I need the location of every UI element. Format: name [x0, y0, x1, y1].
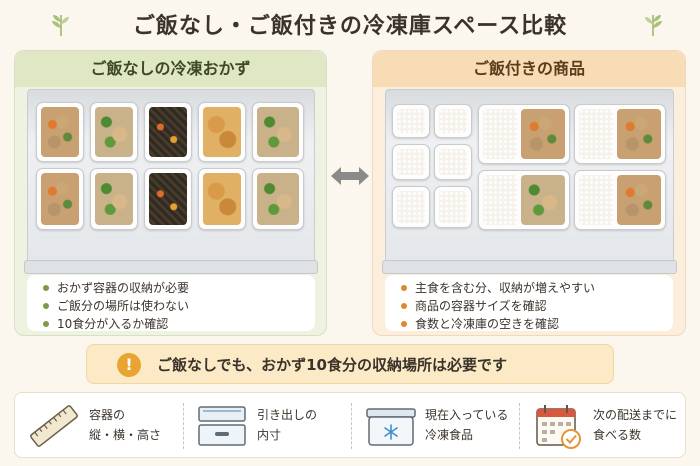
notice-banner: ! ご飯なしでも、おかず10食分の収納場所は必要です — [86, 344, 614, 384]
meal-with-rice-container — [574, 170, 666, 230]
checklist-label: 次の配送までに 食べる数 — [593, 408, 678, 442]
leaf-icon — [52, 15, 69, 37]
side-dish-container — [36, 102, 84, 162]
frozen-food-icon — [366, 408, 416, 446]
side-dish-container — [252, 102, 304, 162]
drawer-icon — [198, 406, 246, 446]
rice-container — [392, 186, 430, 228]
notice-text: ご飯なしでも、おかず10食分の収納場所は必要です — [157, 356, 507, 374]
meal-with-rice-container — [574, 104, 666, 164]
side-dish-container — [198, 168, 246, 230]
ruler-icon — [30, 405, 78, 447]
list-item: おかず容器の収納が必要 — [43, 279, 315, 297]
checklist-item: 現在入っている 冷凍食品 — [351, 393, 519, 459]
right-panel: ご飯付きの商品 主食を含む分、収納が増えやすい 商品の容器サイズを確認 食数と冷… — [372, 50, 686, 336]
checklist-bar: 容器の 縦・横・高さ 引き出しの 内寸 現在入っている 冷凍食品 — [14, 392, 686, 458]
checklist-item: 次の配送までに 食べる数 — [519, 393, 687, 459]
exclamation-icon: ! — [117, 353, 141, 377]
rice-container — [434, 144, 472, 180]
list-item: 主食を含む分、収納が増えやすい — [401, 279, 673, 297]
right-bullet-list: 主食を含む分、収納が増えやすい 商品の容器サイズを確認 食数と冷凍庫の空きを確認 — [385, 275, 673, 331]
left-panel-heading: ご飯なしの冷凍おかず — [15, 51, 326, 87]
side-dish-container — [36, 168, 84, 230]
left-bullet-list: おかず容器の収納が必要 ご飯分の場所は使わない 10食分が入るか確認 — [27, 275, 315, 331]
rice-container — [434, 186, 472, 228]
leaf-icon — [645, 15, 662, 37]
checklist-item: 容器の 縦・横・高さ — [15, 393, 183, 459]
list-item: 食数と冷凍庫の空きを確認 — [401, 315, 673, 333]
side-dish-container — [90, 102, 138, 162]
side-dish-container — [144, 168, 192, 230]
rice-container — [434, 104, 472, 138]
freezer-drawer-image — [382, 89, 677, 274]
side-dish-container — [144, 102, 192, 162]
right-panel-heading: ご飯付きの商品 — [373, 51, 685, 87]
checklist-item: 引き出しの 内寸 — [183, 393, 351, 459]
list-item: ご飯分の場所は使わない — [43, 297, 315, 315]
side-dish-container — [198, 102, 246, 162]
checklist-label: 現在入っている 冷凍食品 — [425, 408, 509, 442]
rice-container — [392, 104, 430, 138]
calendar-icon — [536, 405, 581, 449]
checklist-label: 容器の 縦・横・高さ — [89, 408, 162, 442]
meal-with-rice-container — [478, 170, 570, 230]
checklist-label: 引き出しの 内寸 — [257, 408, 318, 442]
side-dish-container — [252, 168, 304, 230]
rice-container — [392, 144, 430, 180]
left-panel: ご飯なしの冷凍おかず おかず容器の収納が必要 ご飯分の場所は使わない 10食分が… — [14, 50, 327, 336]
list-item: 10食分が入るか確認 — [43, 315, 315, 333]
side-dish-container — [90, 168, 138, 230]
meal-with-rice-container — [478, 104, 570, 164]
double-arrow-icon — [331, 167, 369, 185]
page-title: ご飯なし・ご飯付きの冷凍庫スペース比較 — [132, 14, 568, 39]
list-item: 商品の容器サイズを確認 — [401, 297, 673, 315]
freezer-drawer-image — [24, 89, 318, 274]
